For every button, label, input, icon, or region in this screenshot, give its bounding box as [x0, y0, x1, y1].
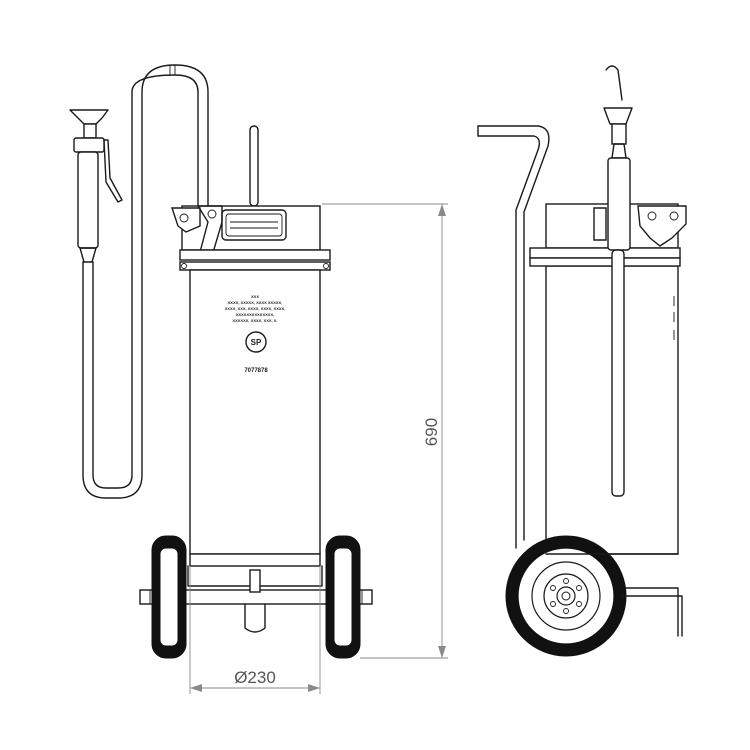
diameter-label: Ø230	[234, 668, 276, 687]
side-lid-flange	[529, 247, 681, 259]
tank-rim	[179, 261, 331, 271]
front-view: XXX XXXX, XXXXX, XXXX XXXXX, XXXX, XXX, …	[69, 64, 448, 694]
lid-assembly	[171, 205, 331, 271]
side-funnel	[603, 107, 633, 125]
probe-tube-tip	[79, 247, 97, 263]
label-line-1: XXX	[251, 294, 259, 299]
side-tank-rim	[529, 257, 681, 267]
label-line-5: XXXXXX, XXXX, XXX, X.	[232, 318, 277, 323]
probe-funnel	[69, 109, 109, 125]
lid-flange	[179, 249, 331, 261]
hose	[82, 64, 209, 499]
side-probe-neck	[611, 123, 627, 145]
tank-body	[189, 269, 321, 555]
wheel-right	[325, 535, 361, 659]
wheel-left	[151, 535, 187, 659]
side-frame-bracket	[625, 587, 679, 637]
side-probe-grip	[607, 157, 631, 251]
height-label: 690	[422, 418, 441, 446]
side-handle-inner	[477, 135, 541, 549]
lid-clamp-left	[171, 207, 201, 233]
probe-tube-upper	[77, 151, 99, 249]
diameter-dimension: Ø230	[189, 566, 321, 694]
side-probe-tube	[611, 249, 625, 497]
side-clamp-left	[593, 207, 607, 241]
cart-frame	[139, 565, 373, 633]
label-line-2: XXXX, XXXXX, XXXX XXXXX,	[228, 300, 283, 305]
drain-valve	[249, 569, 261, 593]
drain-outlet	[244, 603, 266, 633]
product-code: 7077878	[244, 368, 268, 374]
probe-lever	[103, 139, 123, 203]
side-wheel	[505, 535, 627, 657]
side-view	[477, 65, 687, 657]
suction-probe	[69, 109, 123, 263]
probe-grip	[73, 137, 105, 153]
side-clamp-right	[637, 205, 687, 247]
brand-logo-text: SP	[251, 338, 262, 347]
lid-window	[221, 209, 287, 241]
label-line-4: XXXXXXXXXXXXXX,	[236, 312, 274, 317]
height-dimension: 690	[322, 203, 448, 659]
side-handle-outer	[477, 125, 550, 541]
tank-base	[189, 553, 321, 567]
side-hose-hook	[605, 65, 623, 101]
label-line-3: XXXX, XXX, XXXX, XXXX, XXXX,	[225, 306, 286, 311]
probe-neck	[83, 123, 97, 139]
product-label: XXX XXXX, XXXXX, XXXX XXXXX, XXXX, XXX, …	[225, 294, 286, 374]
brand-logo-icon	[245, 331, 267, 353]
handle-rod	[249, 125, 259, 207]
